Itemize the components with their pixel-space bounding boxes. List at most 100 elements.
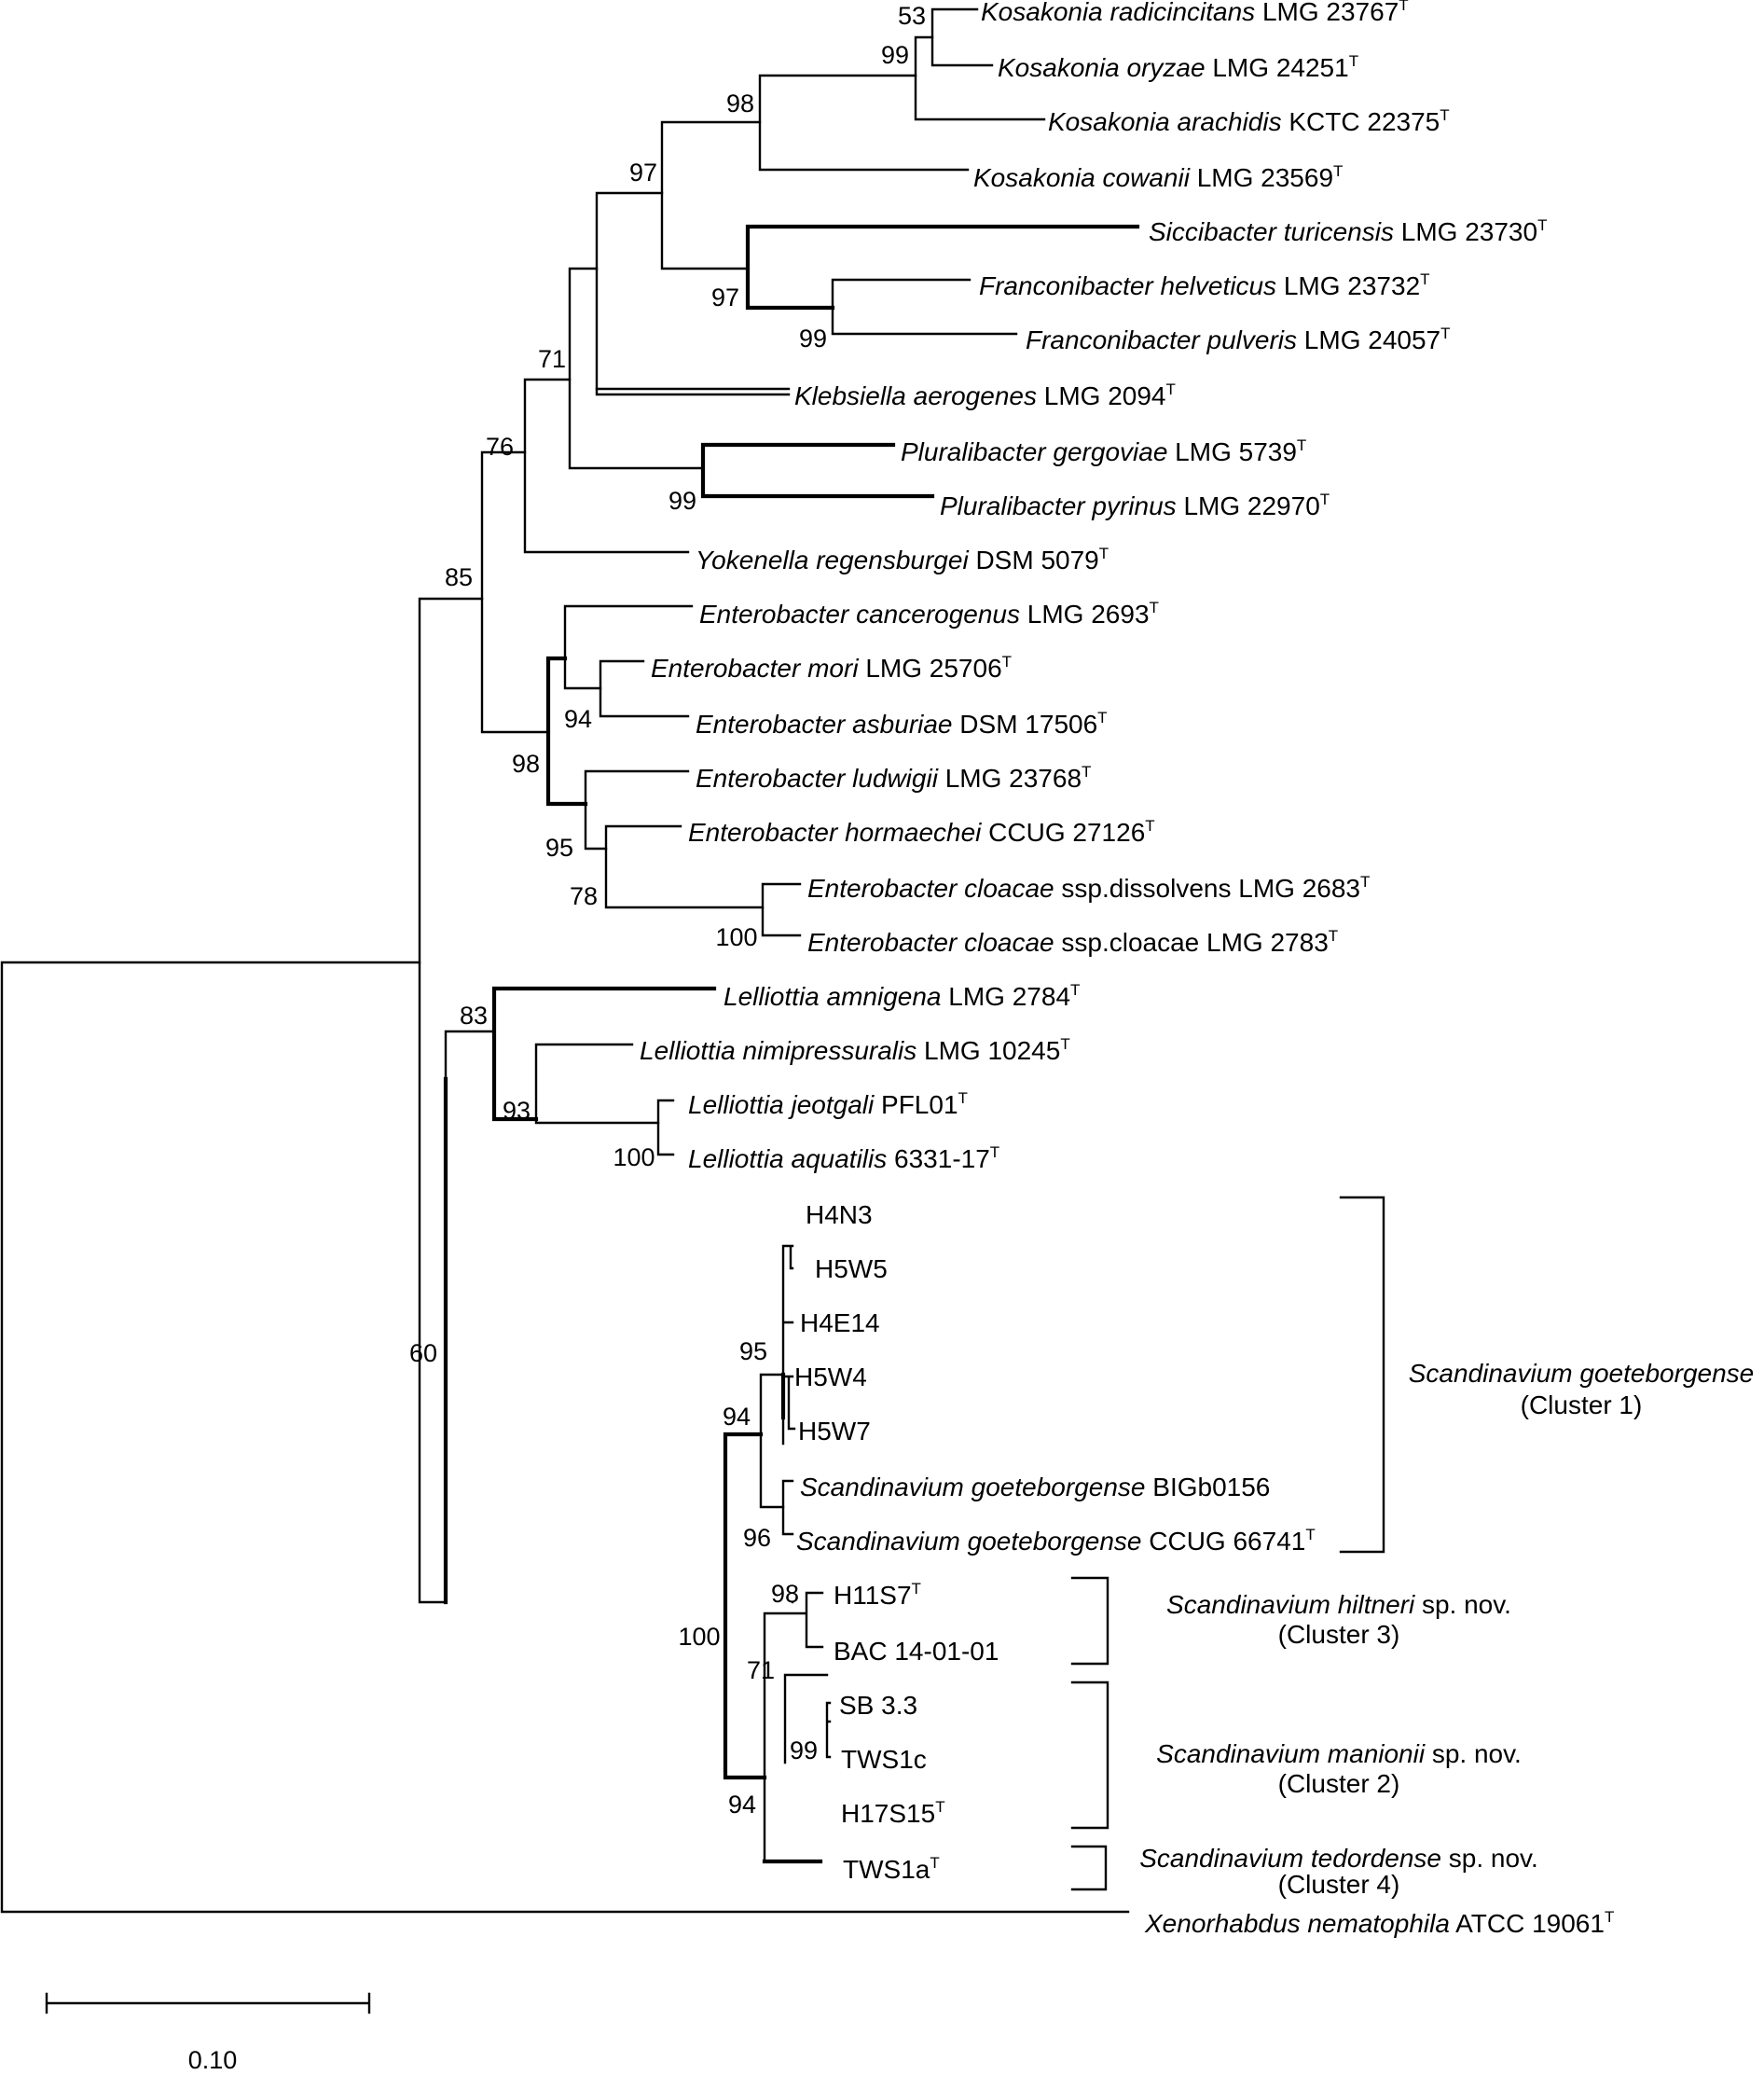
leaf-label: Lelliottia amnigena LMG 2784T — [724, 981, 1080, 1011]
cluster-3-label: Scandinavium hiltneri sp. nov. — [1166, 1590, 1511, 1619]
bootstrap-value: 71 — [538, 345, 566, 373]
bootstrap-value: 97 — [711, 284, 739, 311]
leaf-label: Klebsiella aerogenes LMG 2094T — [794, 380, 1176, 410]
leaf-label: BAC 14-01-01 — [834, 1637, 999, 1666]
cluster-labels: Scandinavium goeteborgense (Cluster 1) S… — [1139, 1359, 1754, 1899]
bootstrap-value: 97 — [629, 159, 657, 187]
bootstrap-value: 94 — [723, 1403, 751, 1431]
leaf-label: Kosakonia oryzae LMG 24251T — [998, 52, 1358, 82]
leaf-label: Enterobacter mori LMG 25706T — [651, 653, 1012, 683]
branch-node-83-inner — [491, 986, 717, 1122]
branch-node-97b — [660, 120, 762, 270]
cluster-4-label: Scandinavium tedordense sp. nov. — [1139, 1844, 1538, 1873]
bootstrap-value: 100 — [715, 923, 757, 951]
branch-node-83 — [444, 1030, 496, 1081]
cluster-1-bracket — [1339, 1196, 1385, 1554]
branch-node-99d — [783, 1673, 832, 1764]
leaf-label: H11S7T — [834, 1580, 921, 1610]
bootstrap-value: 95 — [545, 834, 573, 862]
branch-node-99c — [700, 442, 935, 499]
bootstrap-value: 53 — [898, 2, 926, 30]
bootstrap-value: 78 — [570, 882, 598, 910]
leaf-label: H5W5 — [815, 1254, 888, 1283]
branch-node-97a — [595, 191, 791, 396]
leaf-label: Franconibacter helveticus LMG 23732T — [979, 270, 1430, 300]
bootstrap-value: 83 — [460, 1002, 488, 1030]
leaf-label: Pluralibacter pyrinus LMG 22970T — [940, 491, 1330, 520]
branch-node-76 — [523, 378, 690, 554]
branch-node-94a-inner — [599, 659, 690, 718]
branch-node-93 — [534, 1043, 660, 1125]
bootstrap-value: 99 — [881, 41, 909, 69]
cluster-2-label: Scandinavium manionii sp. nov. — [1156, 1739, 1522, 1768]
leaf-label: SB 3.3 — [839, 1691, 917, 1720]
bootstrap-value: 85 — [445, 563, 473, 591]
leaf-label: Lelliottia aquatilis 6331-17T — [688, 1143, 999, 1173]
leaf-label: Enterobacter ludwigii LMG 23768T — [696, 763, 1091, 793]
leaf-label: Enterobacter hormaechei CCUG 27126T — [688, 817, 1155, 847]
leaf-label: Kosakonia radicincitans LMG 23767T — [981, 0, 1409, 26]
bootstrap-value: 99 — [790, 1736, 818, 1764]
tree-branches — [0, 7, 1385, 2014]
leaf-label: Enterobacter cancerogenus LMG 2693T — [699, 599, 1159, 629]
branch-node-99a — [914, 35, 1046, 121]
leaf-label: H17S15T — [841, 1798, 945, 1828]
leaf-label: Yokenella regensburgei DSM 5079T — [696, 545, 1109, 574]
bootstrap-value: 98 — [726, 90, 754, 118]
branch-node-60 — [418, 597, 484, 1604]
branch-node-53 — [930, 7, 994, 67]
cluster-3-sublabel: (Cluster 3) — [1278, 1620, 1400, 1649]
cluster-4-bracket — [1070, 1845, 1108, 1891]
branch-node-100a — [761, 882, 802, 937]
leaf-label: Kosakonia cowanii LMG 23569T — [973, 162, 1343, 192]
leaf-label: Scandinavium goeteborgense BIGb0156 — [800, 1473, 1270, 1501]
branch-node-98a — [758, 74, 970, 172]
bootstrap-value: 100 — [678, 1623, 720, 1651]
cluster-4-sublabel: (Cluster 4) — [1278, 1870, 1400, 1899]
cluster-2-sublabel: (Cluster 2) — [1278, 1769, 1400, 1798]
leaf-label: Scandinavium goeteborgense CCUG 66741T — [796, 1526, 1316, 1556]
branch-root — [0, 961, 1130, 1914]
bootstrap-value: 60 — [409, 1339, 437, 1367]
branch-node-100b — [656, 1099, 675, 1156]
leaf-label: H5W4 — [794, 1363, 867, 1391]
scale-bar-label: 0.10 — [188, 2046, 238, 2074]
leaf-label: Enterobacter cloacae ssp.dissolvens LMG … — [807, 873, 1370, 903]
scale-bar — [45, 1992, 371, 2014]
leaf-label: Franconibacter pulveris LMG 24057T — [1026, 325, 1451, 354]
leaf-label: H4E14 — [800, 1308, 880, 1337]
bootstrap-value: 100 — [613, 1143, 655, 1171]
bootstrap-value: 76 — [486, 433, 514, 461]
branch-node-94b — [759, 1373, 785, 1509]
branch-node-96 — [781, 1479, 794, 1536]
branch-node-99b — [831, 278, 1018, 336]
cluster-1-label: Scandinavium goeteborgense — [1409, 1359, 1754, 1388]
cluster-1-sublabel: (Cluster 1) — [1521, 1390, 1643, 1419]
leaf-label: TWS1aT — [843, 1854, 940, 1884]
bootstrap-value: 93 — [503, 1097, 531, 1125]
bootstrap-values: 53 99 98 97 97 99 71 76 99 85 94 98 95 7… — [409, 2, 926, 1819]
bootstrap-value: 99 — [799, 325, 827, 353]
branch-node-98b — [545, 656, 588, 807]
bootstrap-value: 98 — [512, 750, 540, 778]
branch-node-97c — [745, 224, 1140, 311]
leaf-label: H4N3 — [806, 1200, 873, 1229]
leaf-label: Kosakonia arachidis KCTC 22375T — [1048, 106, 1450, 136]
leaf-label: Pluralibacter gergoviae LMG 5739T — [901, 436, 1306, 466]
bootstrap-value: 95 — [739, 1337, 767, 1365]
branch-node-71b — [763, 1591, 824, 1779]
bootstrap-value: 94 — [728, 1791, 756, 1819]
branch-node-94a — [563, 604, 694, 690]
branch-node-100c — [443, 1076, 767, 1780]
branch-node-95a — [584, 769, 690, 851]
cluster-2-bracket — [1070, 1681, 1109, 1830]
leaf-label: Lelliottia nimipressuralis LMG 10245T — [640, 1035, 1070, 1065]
bootstrap-value: 94 — [564, 705, 592, 733]
branch-node-85 — [480, 450, 550, 734]
leaf-label: Enterobacter asburiae DSM 17506T — [696, 709, 1108, 739]
branch-node-71 — [568, 267, 705, 470]
bootstrap-value: 71 — [747, 1656, 775, 1684]
bootstrap-value: 99 — [668, 487, 696, 515]
bootstrap-value: 98 — [771, 1580, 799, 1608]
